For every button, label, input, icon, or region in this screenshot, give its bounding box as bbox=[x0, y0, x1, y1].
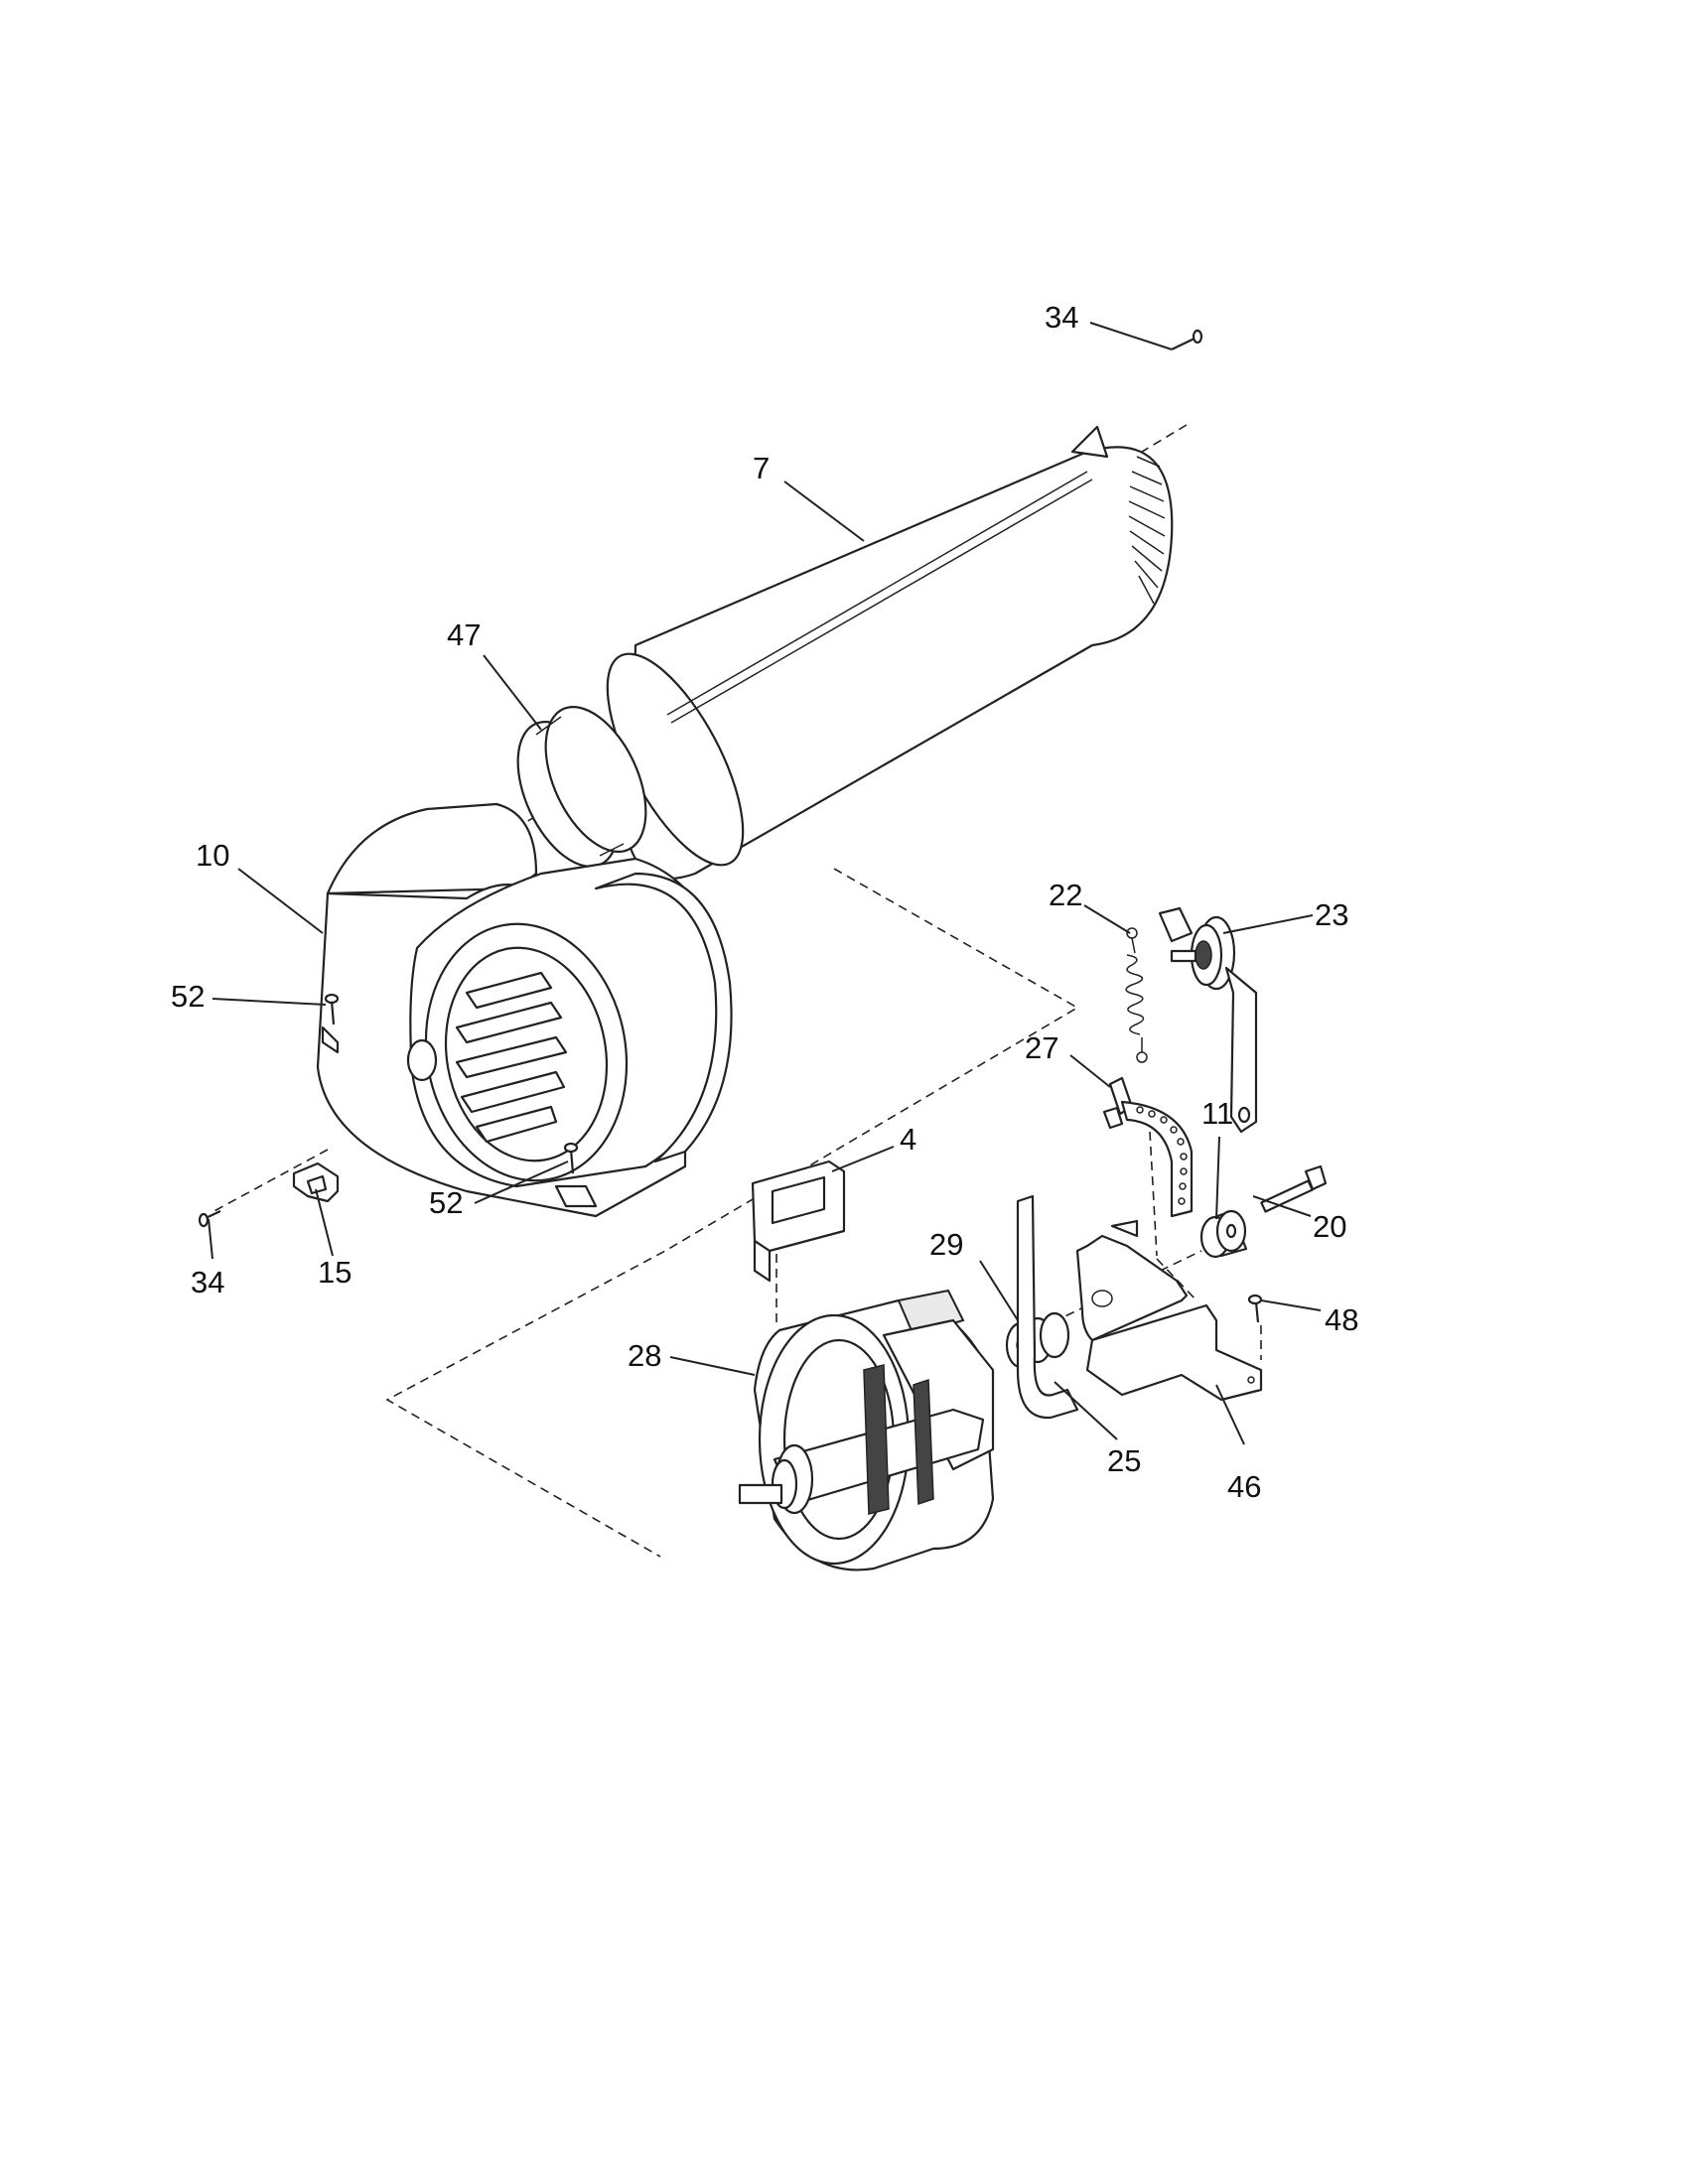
pulley-29 bbox=[1005, 1311, 1070, 1369]
screw-34-top bbox=[1171, 329, 1203, 350]
leader-lines bbox=[208, 322, 1322, 1445]
blower-housing bbox=[316, 802, 733, 1218]
idler-pulley-23 bbox=[1158, 906, 1258, 1134]
roller-11 bbox=[1199, 1209, 1248, 1259]
callout-27: 27 bbox=[1025, 1030, 1058, 1065]
spring-22 bbox=[1125, 927, 1148, 1063]
clip-15 bbox=[292, 1161, 340, 1203]
arm-25 bbox=[1016, 1194, 1079, 1420]
screw-48 bbox=[1247, 1294, 1263, 1323]
callout-46: 46 bbox=[1227, 1469, 1261, 1504]
drum-ribs bbox=[1128, 456, 1166, 605]
callout-15: 15 bbox=[318, 1255, 352, 1290]
callout-11: 11 bbox=[1201, 1096, 1233, 1131]
callout-10: 10 bbox=[196, 838, 229, 873]
callout-47: 47 bbox=[447, 617, 481, 652]
callout-20: 20 bbox=[1313, 1209, 1346, 1244]
callout-22: 22 bbox=[1049, 878, 1082, 912]
callout-4: 4 bbox=[900, 1122, 916, 1157]
callout-52-left: 52 bbox=[171, 979, 205, 1014]
screw-34-bottom bbox=[198, 1210, 221, 1228]
blower-vanes bbox=[455, 971, 568, 1144]
seal-ring bbox=[516, 706, 647, 868]
callout-28: 28 bbox=[628, 1338, 661, 1373]
bracket-4 bbox=[751, 1160, 846, 1283]
bolt-20 bbox=[1260, 1164, 1328, 1213]
belt-segment bbox=[1120, 1100, 1194, 1218]
mount-plate-46 bbox=[1075, 1219, 1263, 1402]
motor-28 bbox=[738, 1289, 995, 1571]
screw-52-left bbox=[324, 993, 340, 1025]
callout-25: 25 bbox=[1107, 1443, 1141, 1478]
callout-48: 48 bbox=[1325, 1302, 1358, 1337]
callout-7: 7 bbox=[753, 451, 770, 485]
drum bbox=[606, 425, 1174, 880]
callout-34-bottom: 34 bbox=[191, 1265, 224, 1299]
callout-23: 23 bbox=[1315, 897, 1348, 932]
screw-52-bottom bbox=[563, 1142, 579, 1174]
callout-34-top: 34 bbox=[1045, 300, 1078, 335]
callout-29: 29 bbox=[929, 1227, 963, 1262]
callout-labels: 34 7 47 10 52 52 34 15 4 28 29 22 23 27 … bbox=[171, 300, 1358, 1504]
callout-52-bottom: 52 bbox=[429, 1185, 463, 1220]
